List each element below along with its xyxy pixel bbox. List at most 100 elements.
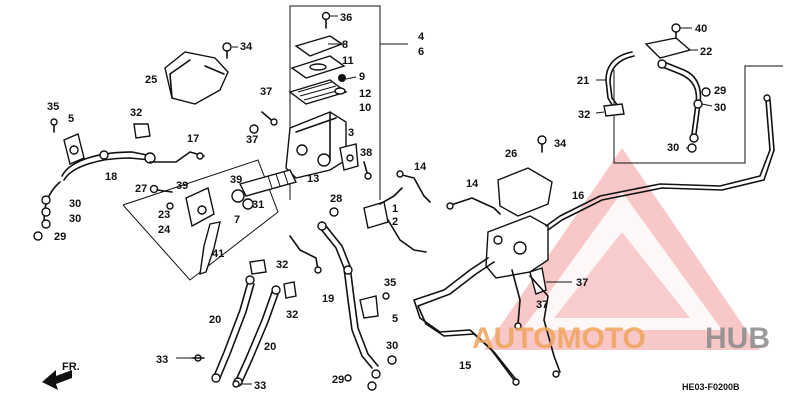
label-20b: 20 bbox=[264, 341, 276, 353]
label-37-right: 37 bbox=[576, 277, 588, 289]
label-30-right: 30 bbox=[714, 102, 726, 114]
label-36: 36 bbox=[340, 12, 352, 24]
brake-switch-2 bbox=[363, 187, 427, 253]
leader-lines bbox=[176, 15, 713, 385]
brake-pipe-14a bbox=[396, 170, 431, 203]
label-33a: 33 bbox=[156, 354, 168, 366]
float-9-ring-12 bbox=[334, 74, 346, 95]
label-39: 39 bbox=[176, 180, 188, 192]
label-5: 5 bbox=[68, 113, 74, 125]
label-23: 23 bbox=[158, 209, 170, 221]
label-20a: 20 bbox=[209, 314, 221, 326]
brake-pipe-17 bbox=[149, 151, 205, 163]
diaphragm-plate-11 bbox=[290, 55, 346, 79]
label-35: 35 bbox=[47, 101, 59, 113]
master-cylinder-body bbox=[285, 111, 347, 179]
label-5-low: 5 bbox=[392, 313, 398, 325]
label-35-low: 35 bbox=[384, 277, 396, 289]
label-22: 22 bbox=[700, 46, 712, 58]
drawing-code: HE03-F0200B bbox=[682, 382, 740, 392]
diaphragm-10 bbox=[288, 79, 348, 105]
label-27: 27 bbox=[135, 183, 147, 195]
label-21: 21 bbox=[577, 75, 589, 87]
label-30-low: 30 bbox=[386, 340, 398, 352]
label-19: 19 bbox=[322, 293, 334, 305]
nut-28 bbox=[329, 207, 339, 217]
rear-hose-callout-box bbox=[613, 65, 783, 164]
label-10: 10 bbox=[359, 102, 371, 114]
label-32-mid: 32 bbox=[276, 259, 288, 271]
brake-hoses-20 bbox=[211, 275, 281, 387]
label-32-low: 32 bbox=[286, 309, 298, 321]
watermark-text: AUTOMOTO HUB bbox=[472, 322, 770, 355]
screw-37-top bbox=[261, 111, 278, 126]
label-37-low: 37 bbox=[536, 299, 548, 311]
clip-32-left bbox=[133, 123, 151, 139]
front-direction-arrow-icon bbox=[42, 370, 72, 390]
label-30-right-low: 30 bbox=[667, 142, 679, 154]
label-3: 3 bbox=[348, 127, 354, 139]
label-13: 13 bbox=[307, 173, 319, 185]
label-11: 11 bbox=[342, 55, 354, 67]
label-2: 2 bbox=[392, 216, 398, 228]
banjo-fittings-left bbox=[33, 195, 51, 241]
bolt-27 bbox=[149, 184, 173, 194]
clamp-5-lower bbox=[359, 292, 390, 319]
label-31: 31 bbox=[252, 199, 264, 211]
master-cylinder-callout-box bbox=[289, 5, 408, 200]
label-9: 9 bbox=[359, 71, 365, 83]
label-6: 6 bbox=[418, 46, 424, 58]
watermark-logo bbox=[484, 148, 760, 350]
screw-36 bbox=[321, 11, 331, 29]
clips-32-mid bbox=[249, 259, 297, 299]
label-15: 15 bbox=[459, 360, 471, 372]
label-30b: 30 bbox=[69, 213, 81, 225]
label-34-right: 34 bbox=[554, 138, 567, 150]
label-38: 38 bbox=[360, 147, 372, 159]
label-28: 28 bbox=[330, 193, 342, 205]
reservoir-cover-25 bbox=[164, 51, 229, 105]
label-1: 1 bbox=[392, 203, 398, 215]
brake-pipe-14b bbox=[446, 197, 501, 215]
label-29-right: 29 bbox=[714, 85, 726, 97]
brake-hose-19 bbox=[317, 221, 381, 391]
label-12: 12 bbox=[359, 88, 371, 100]
label-4: 4 bbox=[418, 31, 425, 43]
label-30a: 30 bbox=[69, 198, 81, 210]
bolt-35-left bbox=[50, 118, 58, 133]
proportioning-valve bbox=[485, 215, 549, 279]
label-18: 18 bbox=[105, 171, 117, 183]
label-14a: 14 bbox=[414, 161, 427, 173]
part-labels: 35 5 18 30 30 29 32 17 25 34 36 4 6 8 11… bbox=[47, 12, 726, 392]
washer-37 bbox=[249, 124, 259, 134]
label-29: 29 bbox=[54, 231, 66, 243]
label-32-right: 32 bbox=[578, 109, 590, 121]
pipe-mid bbox=[289, 235, 322, 274]
watermark-word-dark: HUB bbox=[705, 322, 770, 355]
lever-bracket-23 bbox=[185, 187, 215, 228]
label-41: 41 bbox=[212, 248, 224, 260]
washer-30-right bbox=[687, 99, 703, 153]
label-7: 7 bbox=[234, 214, 240, 226]
label-17: 17 bbox=[187, 133, 199, 145]
brake-lever-41 bbox=[199, 221, 221, 276]
brake-light-switch-3 bbox=[339, 143, 359, 171]
label-34-top: 34 bbox=[240, 41, 253, 53]
label-26: 26 bbox=[505, 148, 517, 160]
bracket-22 bbox=[644, 37, 692, 59]
front-direction-label: FR. bbox=[62, 361, 80, 373]
label-37-mid: 37 bbox=[246, 134, 258, 146]
label-29-low: 29 bbox=[332, 374, 344, 386]
hose-clamp-5 bbox=[63, 133, 85, 165]
rear-hose-21 bbox=[605, 51, 711, 143]
brake-pipe-16 bbox=[545, 94, 775, 231]
screw-38 bbox=[363, 161, 372, 180]
valve-cover-26 bbox=[497, 167, 553, 217]
nut-28-small bbox=[166, 202, 174, 210]
brake-pipe-15 bbox=[413, 257, 561, 386]
reservoir-cap-8 bbox=[294, 35, 344, 57]
lever-callout-box bbox=[122, 159, 279, 281]
label-24: 24 bbox=[158, 224, 171, 236]
